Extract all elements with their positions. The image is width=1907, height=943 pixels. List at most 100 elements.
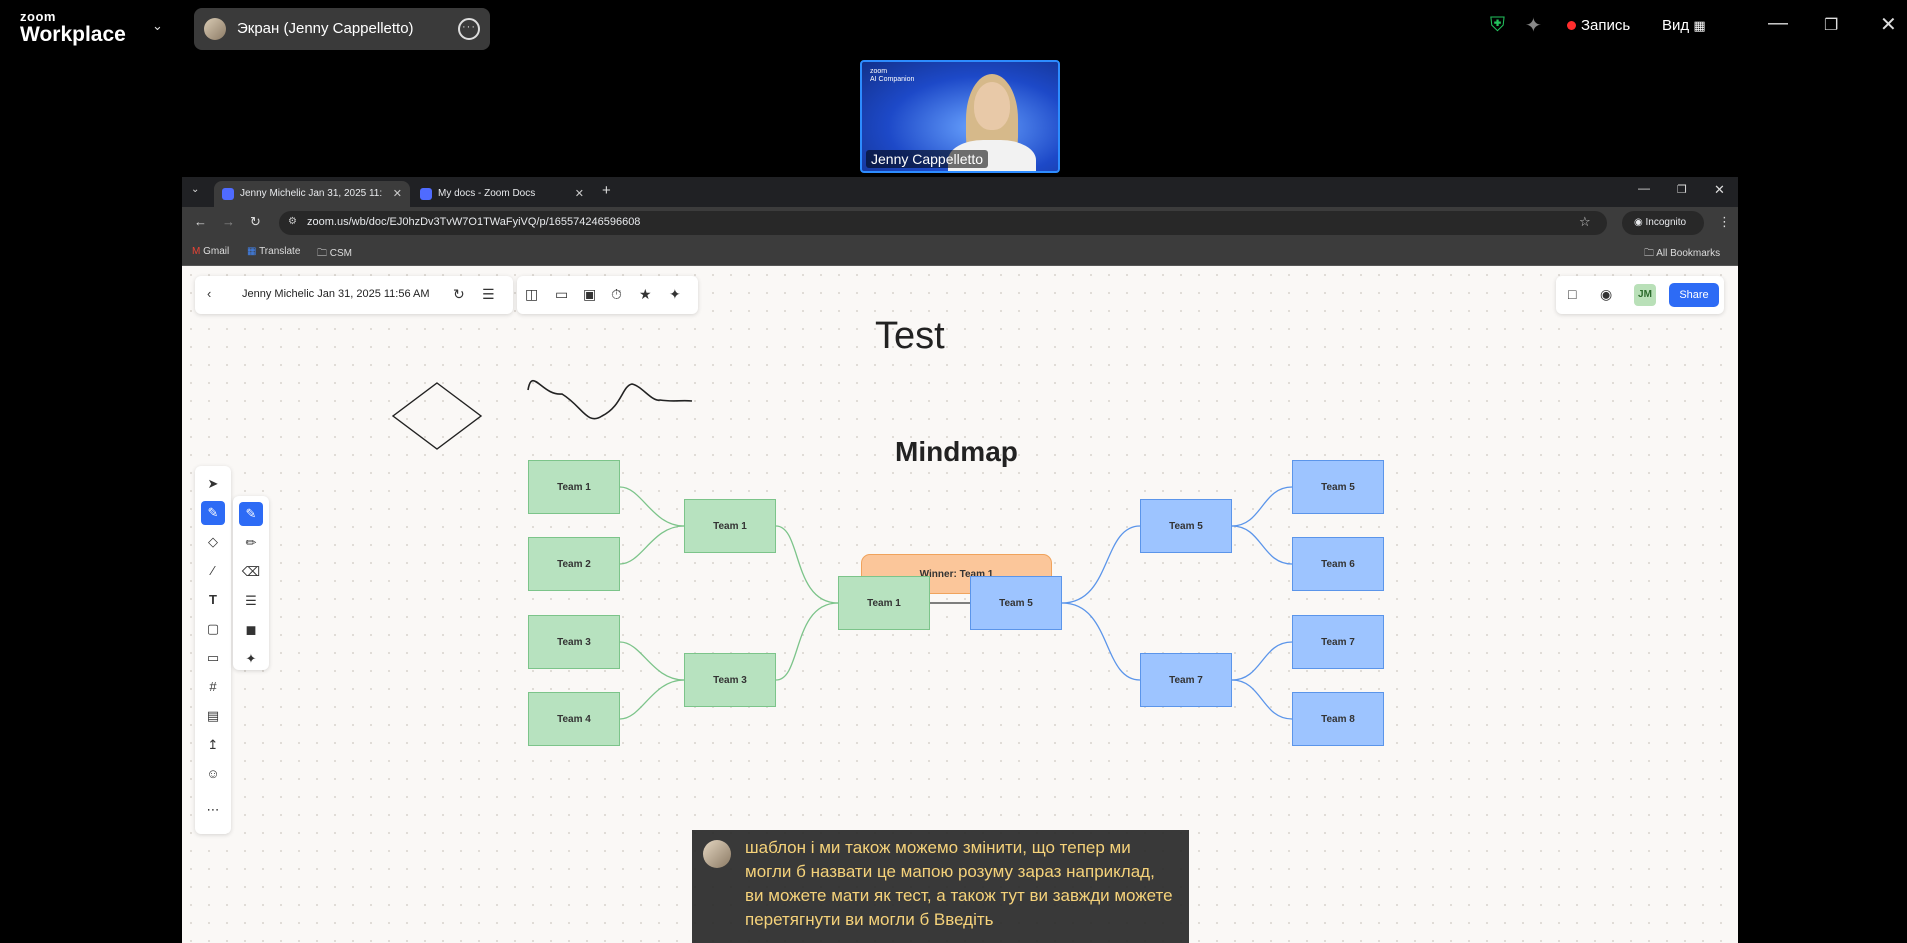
timer-icon[interactable]: ⏱ bbox=[611, 286, 622, 302]
pen-icon[interactable]: ✎ bbox=[201, 501, 225, 525]
doc-title[interactable]: Jenny Michelic Jan 31, 2025 11:56 AM bbox=[242, 288, 430, 300]
bookmark-csm[interactable]: 🗀 CSM bbox=[317, 246, 352, 263]
magic-icon[interactable]: ✦ bbox=[669, 286, 681, 302]
pages-icon[interactable]: ◫ bbox=[525, 286, 539, 302]
mindmap-node[interactable]: Team 3 bbox=[528, 615, 620, 669]
reload-icon[interactable]: ↻ bbox=[250, 214, 261, 229]
close-icon[interactable]: ✕ bbox=[1714, 182, 1725, 197]
close-tab-icon[interactable]: ✕ bbox=[392, 188, 402, 200]
canvas-heading[interactable]: Test bbox=[875, 315, 945, 357]
emoji-icon[interactable]: ☺ bbox=[206, 766, 220, 781]
all-bookmarks-label: All Bookmarks bbox=[1656, 248, 1721, 259]
line-icon[interactable]: ∕ bbox=[211, 563, 215, 578]
close-icon[interactable]: ✕ bbox=[1880, 14, 1897, 36]
restore-icon[interactable]: ❐ bbox=[1824, 17, 1839, 34]
shape-icon[interactable]: ◇ bbox=[208, 534, 218, 549]
more-tools-icon[interactable]: ⋯ bbox=[206, 802, 220, 817]
mindmap-node[interactable]: Team 2 bbox=[528, 537, 620, 591]
back-icon[interactable]: ‹ bbox=[207, 286, 212, 301]
incognito-label: Incognito bbox=[1645, 217, 1687, 228]
mindmap-node[interactable]: Team 4 bbox=[528, 692, 620, 746]
chevron-down-icon[interactable]: ⌄ bbox=[152, 18, 163, 33]
select-icon[interactable]: ➤ bbox=[207, 476, 219, 491]
template-icon[interactable]: ▤ bbox=[206, 708, 220, 723]
mindmap-node[interactable]: Team 1 bbox=[838, 576, 930, 630]
tab-whiteboard[interactable]: Jenny Michelic Jan 31, 2025 11: ✕ bbox=[214, 181, 410, 207]
mindmap-node[interactable]: Team 7 bbox=[1140, 653, 1232, 707]
frame-icon[interactable]: # bbox=[209, 679, 217, 694]
participant-video-tile[interactable]: zoom AI Companion Jenny Cappelletto bbox=[860, 60, 1060, 173]
minimize-icon[interactable]: — bbox=[1768, 12, 1788, 34]
sparkle-icon[interactable]: ✦ bbox=[1525, 15, 1542, 37]
shared-browser-window: ⌄ Jenny Michelic Jan 31, 2025 11: ✕ My d… bbox=[182, 177, 1738, 943]
highlighter-icon[interactable]: ✏ bbox=[245, 535, 257, 550]
site-info-icon[interactable]: ⚙ bbox=[288, 216, 297, 227]
browser-menu-icon[interactable]: ⋮ bbox=[1718, 214, 1731, 229]
color-swatch-icon[interactable]: ■ bbox=[245, 620, 257, 640]
mindmap-node[interactable]: Team 1 bbox=[528, 460, 620, 514]
mindmap-node[interactable]: Team 7 bbox=[1292, 615, 1384, 669]
magic-pen-icon[interactable]: ✦ bbox=[245, 651, 257, 666]
present-icon[interactable]: ▭ bbox=[555, 286, 569, 302]
pen-icon[interactable]: ✎ bbox=[239, 502, 263, 526]
tab-bar: ⌄ Jenny Michelic Jan 31, 2025 11: ✕ My d… bbox=[182, 177, 1738, 207]
whiteboard-top-tools: ◫ ▭ ▣ ⏱ ★ ✦ bbox=[517, 276, 698, 314]
star-icon[interactable]: ☆ bbox=[1579, 214, 1591, 229]
mindmap-node[interactable]: Team 1 bbox=[684, 499, 776, 553]
bookmark-label: Gmail bbox=[203, 246, 230, 257]
zoom-logo-line2: Workplace bbox=[20, 23, 126, 46]
record-indicator[interactable]: Запись bbox=[1567, 17, 1630, 34]
avatar[interactable]: JM bbox=[1634, 284, 1656, 306]
whiteboard-canvas[interactable]: ‹ Jenny Michelic Jan 31, 2025 11:56 AM ↻… bbox=[182, 266, 1738, 943]
mindmap-node[interactable]: Team 6 bbox=[1292, 537, 1384, 591]
tab-label: Jenny Michelic Jan 31, 2025 11: bbox=[240, 188, 383, 199]
url-field[interactable]: ⚙ zoom.us/wb/doc/EJ0hzDv3TvW7O1TWaFyiVQ/… bbox=[279, 211, 1607, 235]
close-tab-icon[interactable]: ✕ bbox=[574, 188, 584, 200]
stroke-width-icon[interactable]: ☰ bbox=[245, 593, 257, 608]
incognito-badge[interactable]: ◉ Incognito bbox=[1622, 211, 1704, 235]
mindmap-node[interactable]: Team 8 bbox=[1292, 692, 1384, 746]
sync-icon[interactable]: ↻ bbox=[453, 286, 465, 302]
restore-icon[interactable]: ❐ bbox=[1677, 184, 1687, 196]
all-bookmarks[interactable]: 🗀 All Bookmarks bbox=[1644, 246, 1720, 263]
back-icon[interactable]: ← bbox=[194, 214, 207, 229]
new-tab-icon[interactable]: + bbox=[602, 182, 611, 199]
ai-companion-badge: zoom AI Companion bbox=[870, 68, 914, 84]
sticky-note-icon[interactable]: ▢ bbox=[206, 621, 220, 636]
comment-icon[interactable]: ▭ bbox=[206, 650, 220, 665]
tab-search-icon[interactable]: ⌄ bbox=[191, 184, 200, 195]
bookmark-label: Translate bbox=[259, 246, 301, 257]
mindmap-node[interactable]: Team 5 bbox=[1292, 460, 1384, 514]
badge-line1: zoom bbox=[870, 68, 888, 75]
zoom-top-bar: zoom Workplace ⌄ Экран (Jenny Cappellett… bbox=[0, 0, 1907, 54]
screen-share-title: Экран (Jenny Cappelletto) bbox=[237, 20, 414, 37]
upload-icon[interactable]: ↥ bbox=[207, 737, 219, 752]
minimize-icon[interactable]: — bbox=[1638, 181, 1650, 195]
eraser-icon[interactable]: ⌫ bbox=[241, 564, 261, 579]
text-icon[interactable]: T bbox=[209, 592, 217, 607]
more-icon[interactable]: ··· bbox=[458, 18, 480, 40]
docs-favicon-icon bbox=[420, 188, 432, 200]
tab-label: My docs - Zoom Docs bbox=[438, 188, 536, 199]
forward-icon[interactable]: → bbox=[222, 214, 235, 229]
share-button[interactable]: Share bbox=[1669, 283, 1719, 307]
apps-icon[interactable]: ★ bbox=[639, 286, 652, 302]
menu-icon[interactable]: ☰ bbox=[482, 286, 495, 302]
bookmarks-bar: M Gmail ▦ Translate 🗀 CSM 🗀 All Bookmark… bbox=[182, 239, 1738, 266]
pen-options-toolbar: ✎ ✏ ⌫ ☰ ■ ✦ bbox=[233, 496, 269, 670]
bookmark-gmail[interactable]: M Gmail bbox=[192, 246, 229, 257]
shield-icon[interactable]: ⛨ bbox=[1490, 14, 1505, 36]
mindmap-node[interactable]: Team 5 bbox=[970, 576, 1062, 630]
comment-icon[interactable]: □ bbox=[1568, 286, 1577, 302]
stamp-icon[interactable]: ▣ bbox=[583, 286, 597, 302]
mindmap-title[interactable]: Mindmap bbox=[895, 436, 1018, 467]
freehand-stroke[interactable] bbox=[527, 380, 693, 420]
mindmap-node[interactable]: Team 3 bbox=[684, 653, 776, 707]
mindmap-node[interactable]: Team 5 bbox=[1140, 499, 1232, 553]
diamond-shape[interactable] bbox=[391, 382, 483, 450]
tab-my-docs[interactable]: My docs - Zoom Docs ✕ bbox=[412, 181, 592, 207]
screen-share-pill[interactable]: Экран (Jenny Cappelletto) ··· bbox=[194, 8, 490, 50]
view-button[interactable]: Вид ▦ bbox=[1662, 17, 1706, 34]
bookmark-translate[interactable]: ▦ Translate bbox=[247, 246, 300, 257]
view-icon[interactable]: ◉ bbox=[1600, 286, 1613, 302]
